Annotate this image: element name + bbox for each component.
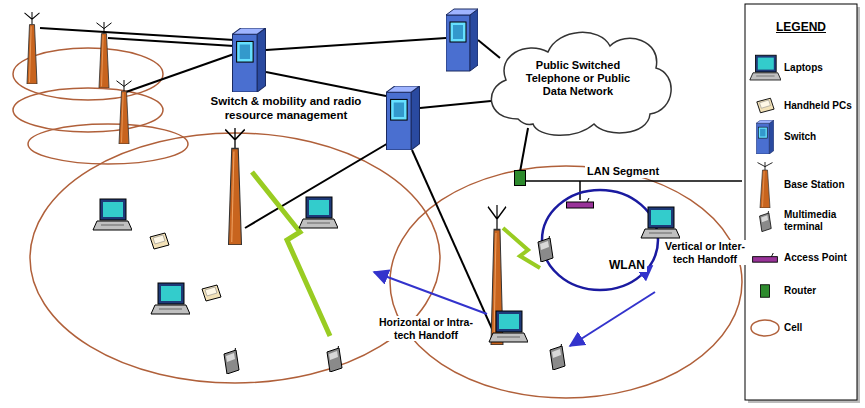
access-point-icon (567, 198, 594, 208)
legend-text: Switch (784, 131, 856, 143)
legend-text: Access Point (784, 252, 856, 264)
switch-icon (446, 9, 478, 71)
switch-icon (232, 28, 265, 92)
laptop-icon (151, 283, 190, 314)
legend-box (745, 4, 857, 400)
legend-text: Base Station (784, 179, 856, 191)
laptop-icon (93, 199, 132, 230)
laptop-icon (641, 207, 680, 238)
base-station (117, 80, 132, 144)
router-icon (515, 171, 526, 186)
terminal-icon (538, 232, 553, 262)
laptop-icon (299, 197, 338, 228)
legend-tower (758, 162, 773, 208)
legend-text: Multimedia terminal (784, 209, 856, 233)
base-station (97, 22, 112, 88)
handheld-icon (202, 285, 221, 301)
handoff-label: Horizontal or Intra-tech Handoff (372, 316, 480, 341)
legend-text: Laptops (784, 62, 856, 74)
handheld-icon (150, 233, 169, 249)
legend-handheld (757, 98, 774, 113)
switch-icon (386, 86, 419, 150)
legend-access-point (753, 253, 778, 262)
legend-switch (756, 120, 774, 154)
legend-text: Router (784, 285, 856, 297)
node-label: Public Switched Telephone or Public Data… (517, 59, 639, 99)
legend-cell (751, 320, 779, 336)
base-station (25, 12, 40, 84)
laptop-icon (489, 311, 528, 342)
base-station (225, 128, 245, 245)
handoff-label: Vertical or Inter-tech Handoff (662, 240, 748, 265)
terminal-icon (327, 342, 342, 372)
cloud-text-box: Public Switched Telephone or Public Data… (517, 59, 639, 99)
legend-laptop (750, 55, 781, 80)
legend-text: Cell (784, 322, 856, 334)
network-links (40, 28, 742, 340)
wlan-coverage (542, 190, 658, 290)
legend-router (760, 285, 769, 298)
network-cloud: Public Switched Telephone or Public Data… (478, 22, 678, 140)
terminal-icon (224, 344, 239, 374)
switch-caption: Switch & mobility and radio resource man… (200, 95, 372, 123)
handoff-arrow (374, 272, 487, 314)
legend-terminal (760, 208, 772, 231)
lan-label: LAN Segment (585, 165, 661, 178)
wlan-label: WLAN (607, 258, 647, 272)
terminal-icon (550, 340, 565, 370)
legend-title: LEGEND (745, 20, 857, 34)
legend-text: Handheld PCs (784, 100, 856, 112)
radio-link (503, 228, 540, 268)
handoff-arrow (570, 292, 655, 346)
